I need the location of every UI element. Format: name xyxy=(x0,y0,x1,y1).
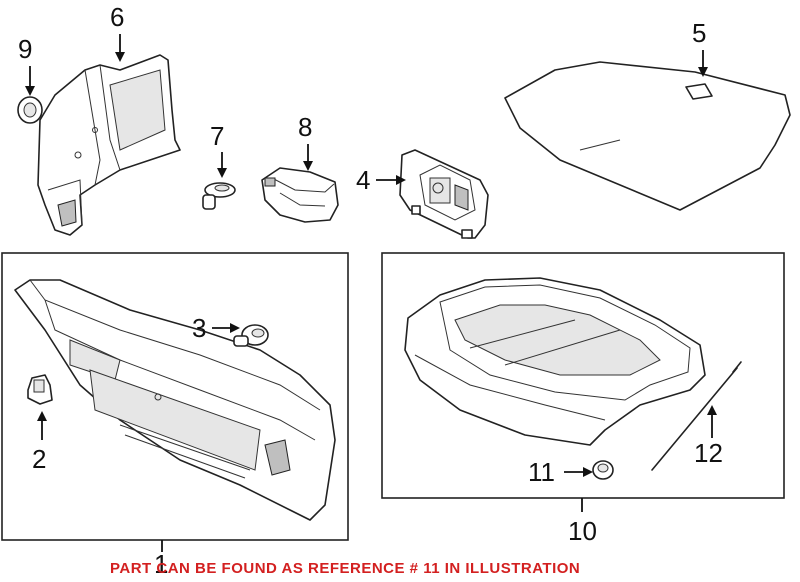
callout-7-label: 7 xyxy=(210,121,224,151)
callout-8: 8 xyxy=(298,112,313,171)
part-3-push-pin xyxy=(233,324,269,347)
part-notice: PART CAN BE FOUND AS REFERENCE # 11 IN I… xyxy=(110,560,580,577)
part-1-sill-plate xyxy=(14,279,336,521)
callout-10: 10 xyxy=(568,498,597,546)
callout-4: 4 xyxy=(356,165,406,195)
callout-11-label: 11 xyxy=(528,457,555,487)
callout-5-label: 5 xyxy=(692,18,706,48)
callout-10-label: 10 xyxy=(568,516,597,546)
callout-12-label: 12 xyxy=(694,438,723,468)
callout-9: 9 xyxy=(18,34,35,96)
callout-12: 12 xyxy=(694,405,723,468)
part-8-strap-bracket xyxy=(261,167,339,223)
part-2-clip xyxy=(27,374,53,405)
group-box-left xyxy=(1,252,349,541)
part-5-floor-cover xyxy=(504,61,791,211)
callout-8-label: 8 xyxy=(298,112,312,142)
part-11-cap xyxy=(592,460,614,480)
callout-3: 3 xyxy=(192,313,240,343)
callout-7: 7 xyxy=(210,121,227,178)
callout-3-label: 3 xyxy=(192,313,206,343)
part-4-bracket-plate xyxy=(399,149,489,239)
callout-1: 1 xyxy=(154,540,168,579)
callout-4-label: 4 xyxy=(356,165,370,195)
part-12-support-rod xyxy=(651,361,742,471)
callout-6-label: 6 xyxy=(110,2,124,32)
callout-1-label: 1 xyxy=(154,549,168,579)
callout-2: 2 xyxy=(32,411,47,474)
callout-5: 5 xyxy=(692,18,708,77)
part-9-grommet xyxy=(17,96,43,124)
callout-9-label: 9 xyxy=(18,34,32,64)
part-10-cargo-shelf xyxy=(404,277,706,446)
group-box-right xyxy=(381,252,785,499)
part-6-quarter-trim-panel xyxy=(37,54,181,236)
part-7-push-clip xyxy=(202,182,236,210)
callout-11: 11 xyxy=(528,457,593,487)
callout-6: 6 xyxy=(110,2,125,62)
callout-2-label: 2 xyxy=(32,444,46,474)
